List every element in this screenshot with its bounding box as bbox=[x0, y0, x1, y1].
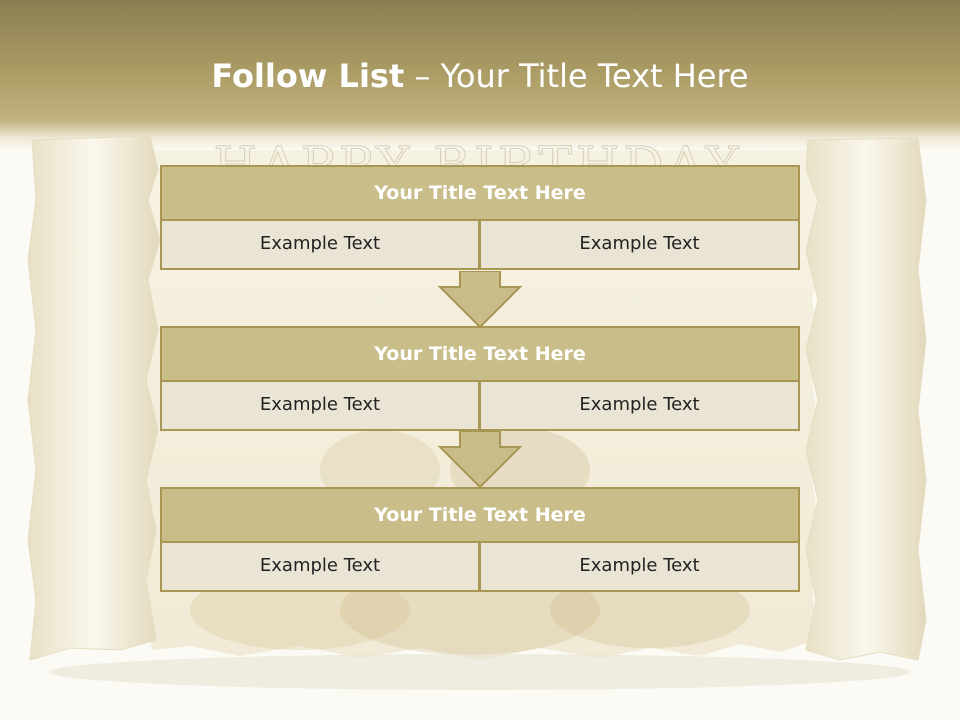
list-row-1: Your Title Text Here Example Text Exampl… bbox=[160, 165, 800, 270]
slide-title-bold: Follow List bbox=[211, 57, 405, 95]
row-3-left-cell: Example Text bbox=[160, 543, 480, 592]
row-3-right-cell: Example Text bbox=[480, 543, 800, 592]
slide-title-rest: – Your Title Text Here bbox=[404, 57, 749, 95]
list-row-2: Your Title Text Here Example Text Exampl… bbox=[160, 326, 800, 431]
row-1-right-cell: Example Text bbox=[480, 221, 800, 270]
row-2-right-cell: Example Text bbox=[480, 382, 800, 431]
header-band bbox=[0, 0, 960, 150]
slide-title: Follow List – Your Title Text Here bbox=[0, 54, 960, 98]
list-row-3: Your Title Text Here Example Text Exampl… bbox=[160, 487, 800, 592]
row-2-left-cell: Example Text bbox=[160, 382, 480, 431]
down-arrow-1 bbox=[438, 271, 522, 329]
row-3-title: Your Title Text Here bbox=[160, 487, 800, 543]
row-1-title: Your Title Text Here bbox=[160, 165, 800, 221]
row-1-left-cell: Example Text bbox=[160, 221, 480, 270]
down-arrow-2 bbox=[438, 431, 522, 489]
row-2-title: Your Title Text Here bbox=[160, 326, 800, 382]
